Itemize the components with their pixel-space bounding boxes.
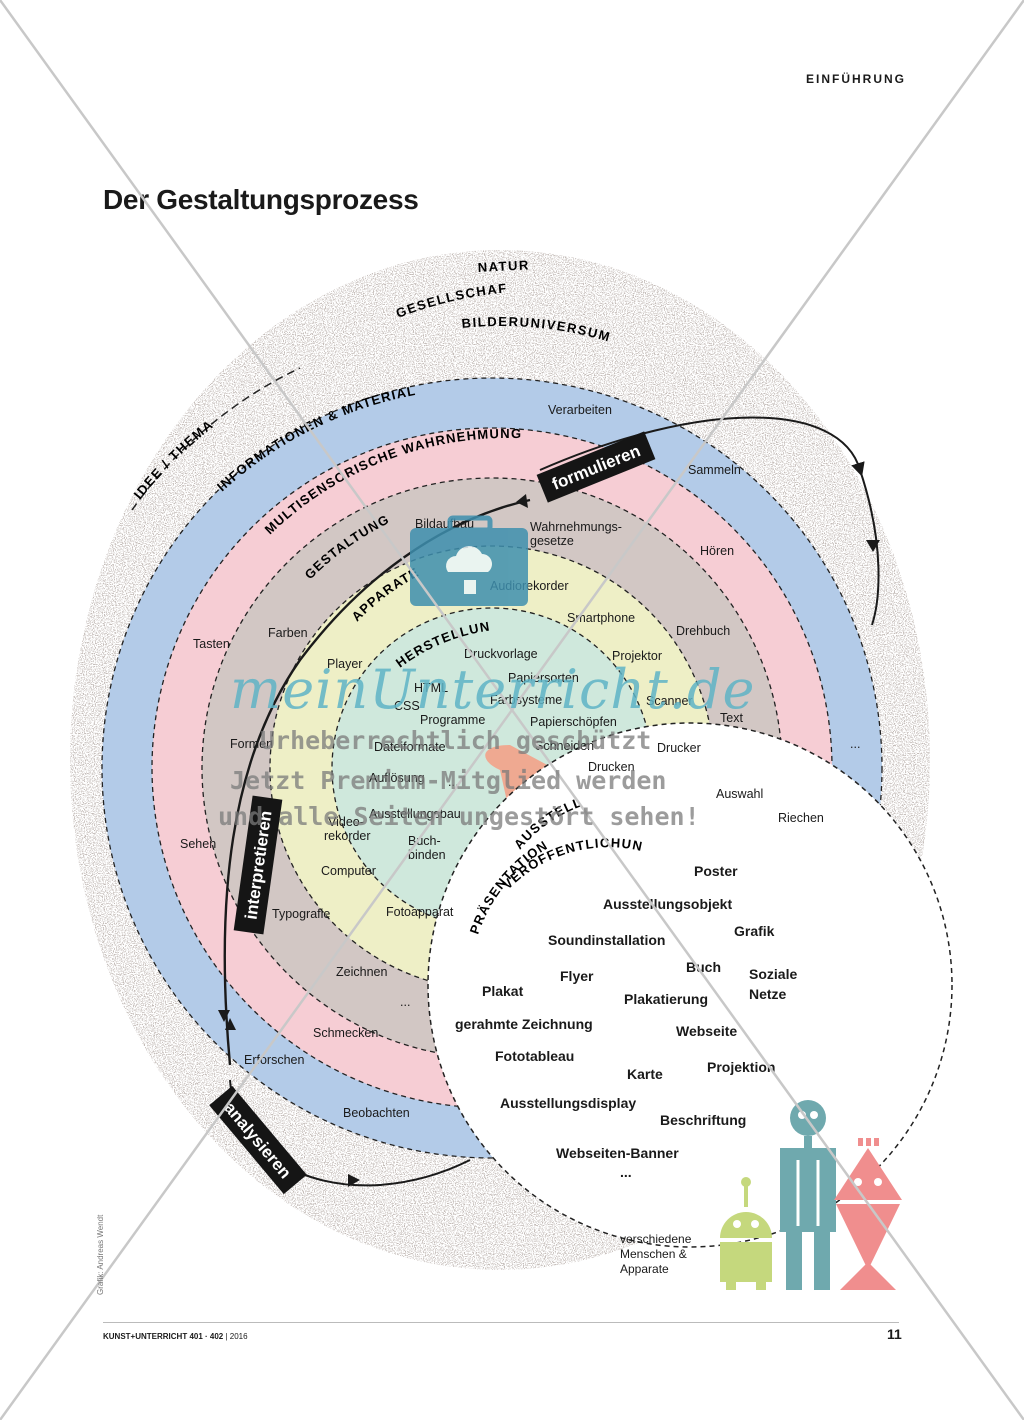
term: Projektor [612, 649, 662, 663]
watermark-line: und alle Seiten ungestört sehen! [218, 802, 700, 831]
term: Dateiformate [374, 740, 446, 754]
presentation-item: Webseite [676, 1023, 737, 1039]
term: Tasten [193, 637, 230, 651]
presentation-item: Fototableau [495, 1048, 574, 1064]
presentation-item: Soziale [749, 966, 797, 982]
term: Drucker [657, 741, 701, 755]
arrow-tip-left-down [218, 1010, 230, 1022]
presentation-item: Ausstellungsobjekt [603, 896, 732, 912]
presentation-item: Webseiten-Banner [556, 1145, 679, 1161]
graphic-credit: Grafik: Andreas Wendt [96, 1214, 105, 1295]
term: Drucken [588, 760, 635, 774]
term: gesetze [530, 534, 574, 548]
term: Drehbuch [676, 624, 730, 638]
footer-journal-name: KUNST+UNTERRICHT 401 · 402 [103, 1332, 224, 1341]
footer-divider [103, 1322, 899, 1323]
term: Papierschöpfen [530, 715, 617, 729]
term: HTML [414, 681, 448, 695]
idea-arc [131, 367, 301, 511]
term: rekorder [324, 829, 371, 843]
term: Zeichnen [336, 965, 387, 979]
term: Beobachten [343, 1106, 410, 1120]
term: Auflösung [369, 771, 425, 785]
arrow-tip-top [516, 494, 528, 508]
presentation-item: Poster [694, 863, 738, 879]
robot-caption: verschiedene Menschen & Apparate [620, 1232, 730, 1277]
term: binden [408, 848, 446, 862]
footer-journal: KUNST+UNTERRICHT 401 · 402 | 2016 [103, 1332, 248, 1341]
term: Papiersorten [508, 671, 579, 685]
term: Hören [700, 544, 734, 558]
watermark-line: Jetzt Premium-Mitglied werden [230, 766, 667, 795]
robots-illustration [720, 1100, 902, 1290]
page-number: 11 [887, 1326, 902, 1342]
term: Sammeln [688, 463, 741, 477]
presentation-item: Beschriftung [660, 1112, 746, 1128]
term: Text [720, 711, 743, 725]
term: Riechen [778, 811, 824, 825]
term: Formen [230, 737, 273, 751]
term: Scanner [646, 694, 693, 708]
presentation-item: Grafik [734, 923, 775, 939]
presentation-item: Plakat [482, 983, 524, 999]
section-label: EINFÜHRUNG [806, 72, 906, 86]
robot-caption-line: verschiedene [620, 1232, 692, 1246]
term: ... [448, 775, 458, 789]
label-natur: NATUR [477, 257, 530, 275]
term: ... [400, 995, 410, 1009]
process-arrow-outer [539, 416, 880, 626]
term: Wahrnehmungs- [530, 520, 622, 534]
term: ... [850, 737, 860, 751]
presentation-item: Projektion [707, 1059, 775, 1075]
term: Typografie [272, 907, 330, 921]
term: Erforschen [244, 1053, 304, 1067]
presentation-item: gerahmte Zeichnung [455, 1016, 593, 1032]
arrow-tip-right [866, 540, 880, 552]
presentation-item: Karte [627, 1066, 663, 1082]
watermark-line: Urheberrechtlich geschützt [260, 726, 652, 755]
presentation-item: Soundinstallation [548, 932, 665, 948]
term: Druckvorlage [464, 647, 538, 661]
term: CSS [394, 699, 420, 713]
term: Schmecken [313, 1026, 378, 1040]
term: Programme [420, 713, 485, 727]
term: Computer [321, 864, 376, 878]
term: Sehen [180, 837, 216, 851]
term: Verarbeiten [548, 403, 612, 417]
term: Ausstellungsbau [369, 807, 461, 821]
arrow-tip-left-up [225, 1018, 236, 1030]
term: Video- [328, 815, 364, 829]
presentation-item: Buch [686, 959, 721, 975]
presentation-item: ... [620, 1164, 632, 1180]
presentation-item: Flyer [560, 968, 594, 984]
term: Farben [268, 626, 308, 640]
footer-year: | 2016 [225, 1332, 248, 1341]
term: Smartphone [567, 611, 635, 625]
robot-caption-line: Apparate [620, 1262, 669, 1276]
page-title: Der Gestaltungsprozess [103, 184, 419, 215]
arrow-tip-bottom [348, 1174, 360, 1187]
presentation-item: Plakatierung [624, 991, 708, 1007]
robot-caption-line: Menschen & [620, 1247, 687, 1261]
briefcase-icon [410, 515, 528, 606]
presentation-item: Netze [749, 986, 787, 1002]
term: Auswahl [716, 787, 763, 801]
term: Player [327, 657, 362, 671]
presentation-item: Ausstellungsdisplay [500, 1095, 636, 1111]
term: Schneiden [535, 739, 594, 753]
watermark-logo: meinUnterricht.de [230, 658, 756, 721]
term: Fotoapparat [386, 905, 454, 919]
